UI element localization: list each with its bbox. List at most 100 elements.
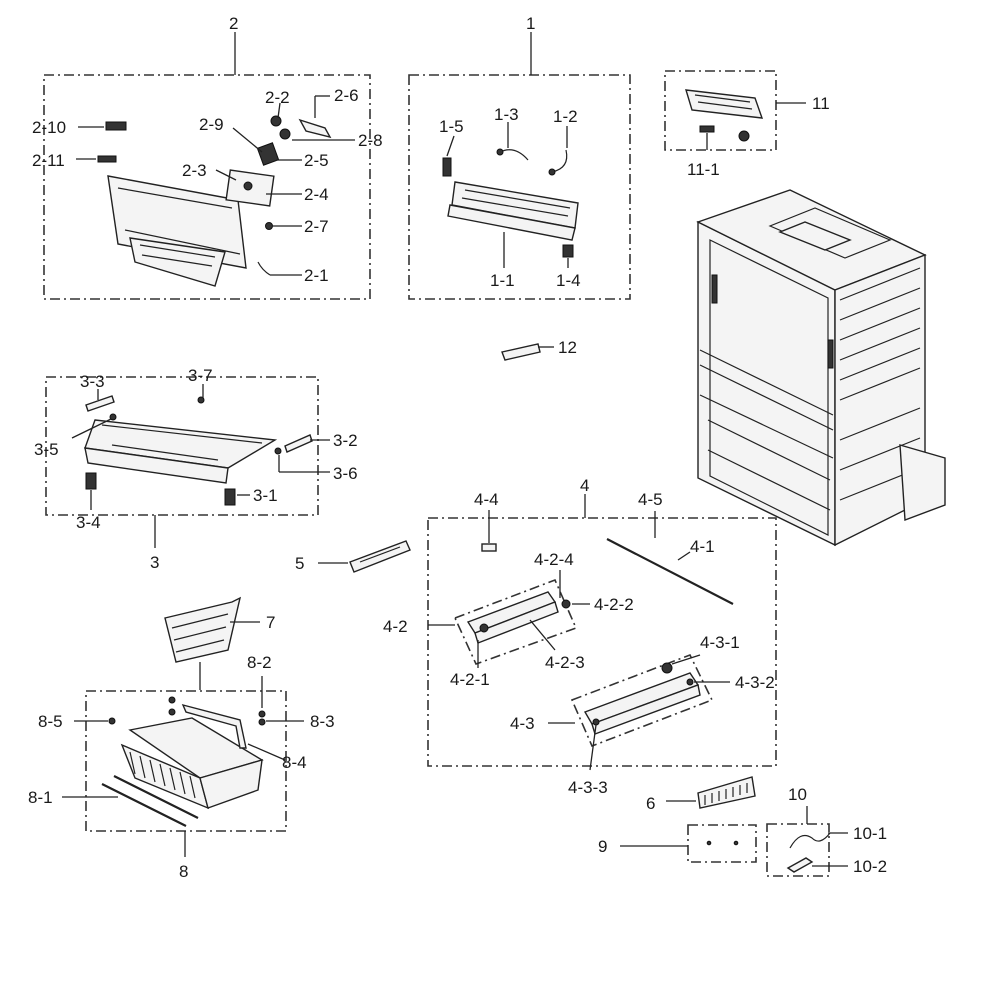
part-4-3-2[interactable]: [686, 678, 694, 686]
part-1-5[interactable]: [442, 157, 452, 177]
label-6: 6: [646, 794, 655, 813]
label-11-1: 11-1: [687, 160, 720, 179]
label-8-5: 8-5: [38, 712, 63, 731]
label-3-4: 3-4: [76, 513, 101, 532]
part-2-1[interactable]: [257, 261, 271, 276]
part-8-1[interactable]: [101, 783, 187, 827]
label-8-2: 8-2: [247, 653, 272, 672]
group-2: 2 2-2 2-6 2-10 2-9 2-8 2-11 2-5 2-3 2-4 …: [32, 14, 383, 300]
label-10: 10: [788, 785, 807, 804]
part-4-2-1[interactable]: [479, 623, 489, 633]
part-4-3-1[interactable]: [661, 662, 673, 674]
group-11-box: [664, 70, 777, 151]
label-11: 11: [812, 94, 830, 113]
group-3-box: [45, 376, 319, 516]
part-5-group: 5: [295, 540, 411, 573]
label-3-5: 3-5: [34, 440, 59, 459]
group-1: 1 1-3 1-2 1-5 1-1 1-4: [408, 14, 631, 300]
part-11[interactable]: [685, 89, 764, 119]
part-2-2[interactable]: [270, 115, 282, 127]
group-8: 8-2 8-3 8-5 8-4 8-1 8: [28, 653, 335, 881]
part-1-4[interactable]: [562, 244, 574, 258]
group-4-2-box: [453, 578, 578, 666]
label-2-6: 2-6: [334, 86, 359, 105]
label-4-2-2: 4-2-2: [594, 595, 634, 614]
part-11-1[interactable]: [699, 125, 715, 133]
part-10-1[interactable]: [789, 832, 831, 849]
label-3-7: 3-7: [188, 366, 213, 385]
label-3-3: 3-3: [80, 372, 105, 391]
label-7: 7: [266, 613, 275, 632]
label-2-9: 2-9: [199, 115, 224, 134]
label-8-3: 8-3: [310, 712, 335, 731]
label-8: 8: [179, 862, 188, 881]
part-1-3[interactable]: [499, 149, 529, 161]
group-9-box[interactable]: [687, 824, 757, 863]
label-1-4: 1-4: [556, 271, 581, 290]
label-4-3-2: 4-3-2: [735, 673, 775, 692]
label-1-3: 1-3: [494, 105, 519, 124]
label-2-11: 2-11: [32, 151, 65, 170]
part-1-2[interactable]: [551, 149, 568, 173]
part-3-4[interactable]: [85, 472, 97, 490]
label-2-5: 2-5: [304, 151, 329, 170]
part-2-display-frame[interactable]: [129, 237, 226, 287]
group-10-box: [766, 823, 830, 877]
part-3-5[interactable]: [109, 413, 117, 421]
label-2-4: 2-4: [304, 185, 329, 204]
group-9: 9: [598, 824, 757, 863]
part-7[interactable]: [164, 596, 242, 663]
group-8-box: [85, 690, 287, 832]
part-8-5[interactable]: [108, 717, 116, 725]
part-4-1[interactable]: [606, 538, 734, 605]
part-3-7[interactable]: [197, 396, 205, 404]
label-3-6: 3-6: [333, 464, 358, 483]
part-3-3[interactable]: [85, 395, 115, 412]
label-4-3-3: 4-3-3: [568, 778, 608, 797]
group-3: 3-3 3-7 3-2 3-5 3-6 3-1 3-4 3: [34, 366, 358, 572]
part-2-5[interactable]: [256, 142, 280, 166]
refrigerator-cabinet[interactable]: [696, 189, 946, 547]
label-1-5: 1-5: [439, 117, 464, 136]
part-3-6[interactable]: [274, 447, 282, 455]
label-2-7: 2-7: [304, 217, 329, 236]
label-2-3: 2-3: [182, 161, 207, 180]
label-3-2: 3-2: [333, 431, 358, 450]
cabinet-top-module[interactable]: [778, 221, 852, 251]
part-10-2[interactable]: [786, 857, 814, 873]
label-1-2: 1-2: [553, 107, 578, 126]
part-8-4[interactable]: [181, 703, 247, 749]
label-12: 12: [558, 338, 577, 357]
label-2: 2: [229, 14, 238, 33]
label-2-1: 2-1: [304, 266, 329, 285]
part-7-group: 7: [164, 596, 275, 690]
part-2-6[interactable]: [298, 118, 332, 139]
label-5: 5: [295, 554, 304, 573]
part-4-4[interactable]: [481, 543, 497, 552]
part-3-1[interactable]: [224, 488, 236, 506]
label-10-1: 10-1: [853, 824, 887, 843]
part-3-2[interactable]: [284, 434, 313, 453]
part-12[interactable]: [501, 343, 541, 361]
label-3-1: 3-1: [253, 486, 278, 505]
group-4-3-box: [570, 653, 714, 748]
label-4-2-3: 4-2-3: [545, 653, 585, 672]
label-10-2: 10-2: [853, 857, 887, 876]
part-8-2[interactable]: [258, 710, 266, 718]
label-4-5: 4-5: [638, 490, 663, 509]
label-4-4: 4-4: [474, 490, 499, 509]
label-4-2-4: 4-2-4: [534, 550, 574, 569]
label-1-1: 1-1: [490, 271, 515, 290]
label-4-1: 4-1: [690, 537, 715, 556]
label-9: 9: [598, 837, 607, 856]
part-2-10[interactable]: [105, 121, 127, 131]
part-2-11[interactable]: [97, 155, 117, 163]
part-4-2-2[interactable]: [561, 599, 571, 609]
part-5[interactable]: [349, 540, 411, 573]
group-4: 4 4-4 4-5 4-1 4-2-4 4-2-2 4-2 4-2-3 4-2-…: [383, 476, 777, 797]
part-2-7[interactable]: [265, 222, 273, 230]
group-11: 11 11-1: [664, 70, 830, 179]
part-4-3-3[interactable]: [592, 718, 600, 726]
part-8-3[interactable]: [258, 718, 266, 726]
label-4: 4: [580, 476, 589, 495]
